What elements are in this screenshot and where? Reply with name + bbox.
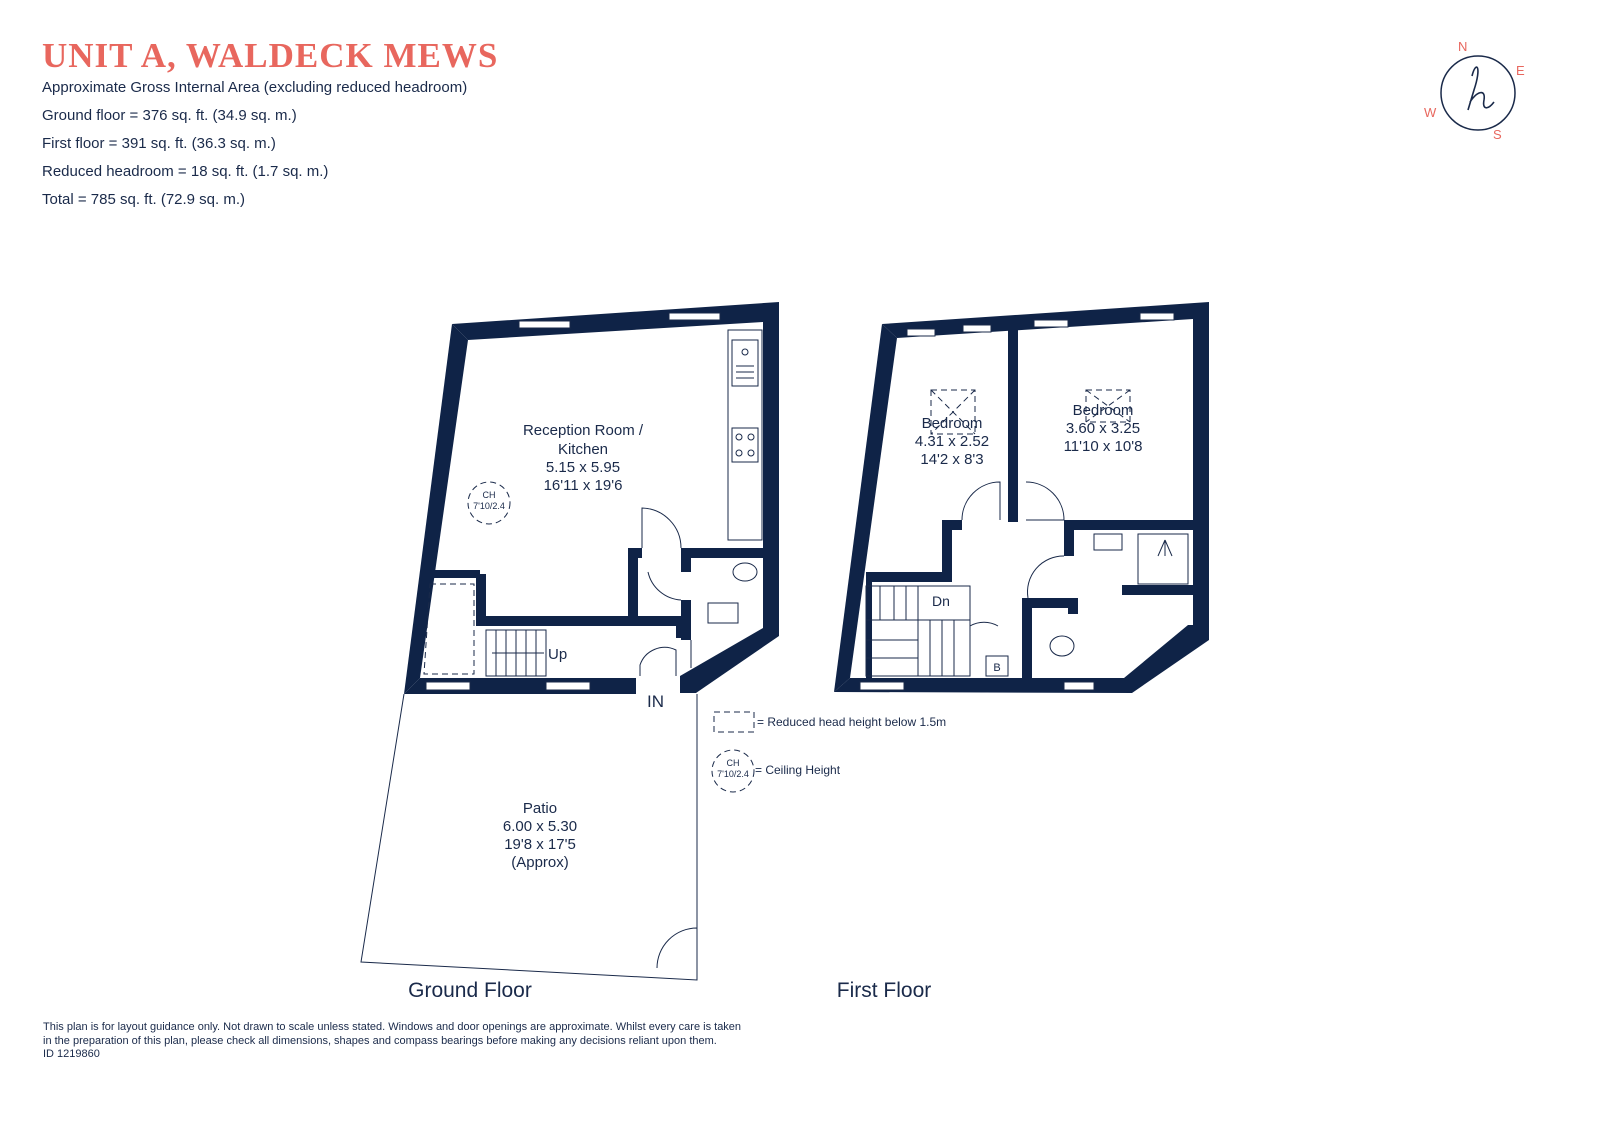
first-floor-label: First Floor — [837, 979, 932, 1002]
ground-floor-plan: CH 7'10/2.4 Reception Room / Kitchen 5.1… — [360, 302, 779, 1002]
first-floor-plan: B Bedroom 4.31 x 2.52 14'2 x 8'3 Bedroom… — [834, 302, 1209, 1002]
plan-id: ID 1219860 — [43, 1048, 100, 1060]
bedroom2-name: Bedroom — [1073, 402, 1134, 419]
boiler-label: B — [993, 662, 1000, 674]
bedroom1-metric: 4.31 x 2.52 — [915, 433, 989, 450]
bedroom1-imperial: 14'2 x 8'3 — [920, 451, 983, 468]
ground-ch-label: CH — [483, 490, 496, 500]
entrance-label: IN — [647, 692, 664, 711]
reception-name-2: Kitchen — [558, 441, 608, 458]
disclaimer-line-2: in the preparation of this plan, please … — [43, 1034, 717, 1047]
compass-w: W — [1424, 105, 1437, 120]
patio-name: Patio — [523, 800, 557, 817]
reception-imperial: 16'11 x 19'6 — [544, 477, 623, 494]
compass-n: N — [1458, 39, 1467, 54]
disclaimer-line-1: This plan is for layout guidance only. N… — [43, 1021, 742, 1033]
compass-logo-icon: N E S W — [1424, 39, 1525, 142]
reception-metric: 5.15 x 5.95 — [546, 459, 620, 476]
legend-ceiling-text: = Ceiling Height — [755, 763, 841, 777]
ground-ch-value: 7'10/2.4 — [473, 501, 505, 511]
legend-ch-value: 7'10/2.4 — [717, 769, 749, 779]
disclaimer: This plan is for layout guidance only. N… — [43, 1021, 833, 1062]
patio-imperial: 19'8 x 17'5 — [504, 836, 576, 853]
bedroom2-imperial: 11'10 x 10'8 — [1064, 438, 1143, 455]
compass-s: S — [1493, 127, 1502, 142]
patio-note: (Approx) — [511, 854, 569, 871]
page-title: UNIT A, WALDECK MEWS — [42, 36, 499, 75]
reception-name-1: Reception Room / — [523, 422, 644, 439]
area-ground-floor: Ground floor = 376 sq. ft. (34.9 sq. m.) — [42, 107, 297, 124]
bedroom1-name: Bedroom — [922, 415, 983, 432]
compass-e: E — [1516, 63, 1525, 78]
ground-stairs-label: Up — [548, 646, 567, 663]
legend-reduced-text: = Reduced head height below 1.5m — [757, 715, 946, 729]
legend-ch-label: CH — [727, 758, 740, 768]
bedroom2-metric: 3.60 x 3.25 — [1066, 420, 1140, 437]
area-total: Total = 785 sq. ft. (72.9 sq. m.) — [42, 191, 246, 208]
patio-metric: 6.00 x 5.30 — [503, 818, 577, 835]
ground-floor-label: Ground Floor — [408, 979, 532, 1002]
area-reduced-headroom: Reduced headroom = 18 sq. ft. (1.7 sq. m… — [42, 163, 329, 180]
legend: = Reduced head height below 1.5m CH 7'10… — [711, 711, 946, 793]
area-first-floor: First floor = 391 sq. ft. (36.3 sq. m.) — [42, 135, 276, 152]
first-stairs-label: Dn — [932, 593, 950, 609]
area-heading: Approximate Gross Internal Area (excludi… — [42, 79, 468, 96]
